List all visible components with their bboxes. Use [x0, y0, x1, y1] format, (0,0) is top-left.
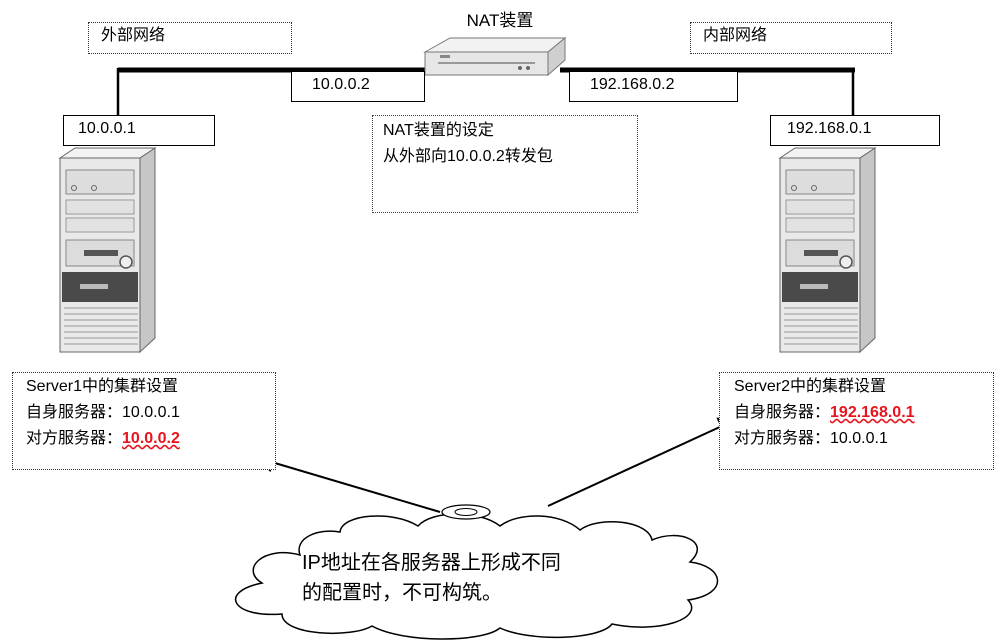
server1-cluster-title: Server1中的集群设置 — [26, 378, 179, 395]
cloud-line2: 的配置时，不可构筑。 — [302, 582, 502, 604]
nat-setting-note: NAT装置的设定 从外部向10.0.0.2转发包 — [372, 115, 638, 213]
nat-external-ip-box: 10.0.0.2 — [291, 71, 425, 102]
cloud-line1: IP地址在各服务器上形成不同 — [302, 552, 561, 574]
server2-self-label: 自身服务器： — [734, 404, 831, 421]
internal-network-text: 内部网络 — [703, 27, 768, 44]
external-network-label: 外部网络 — [88, 22, 292, 54]
server2-peer-value: 10.0.0.1 — [830, 430, 888, 447]
server2-ip-box: 192.168.0.1 — [770, 115, 940, 146]
nat-device-title: NAT装置 — [466, 11, 534, 30]
server2-ip: 192.168.0.1 — [787, 120, 872, 137]
server2-cluster-title: Server2中的集群设置 — [734, 378, 887, 395]
server2-peer-label: 对方服务器： — [734, 430, 831, 447]
nat-setting-line1: NAT装置的设定 — [383, 122, 494, 139]
cloud-callout-text: IP地址在各服务器上形成不同 的配置时，不可构筑。 — [302, 548, 682, 608]
server2-cluster-settings: Server2中的集群设置 自身服务器：192.168.0.1 对方服务器：10… — [719, 372, 994, 470]
internal-network-label: 内部网络 — [690, 22, 892, 54]
server2-self-value: 192.168.0.1 — [830, 404, 915, 421]
network-cables — [116, 67, 855, 115]
arrow-to-server1-peer — [254, 452, 441, 513]
nat-setting-line2: 从外部向10.0.0.2转发包 — [383, 148, 553, 165]
server1-self-row: 自身服务器：10.0.0.1 — [26, 400, 275, 426]
arrow-to-server2-self — [547, 417, 739, 507]
external-network-text: 外部网络 — [101, 27, 166, 44]
server2-peer-row: 对方服务器：10.0.0.1 — [734, 426, 993, 452]
server1-self-label: 自身服务器： — [26, 404, 123, 421]
server1-cluster-settings: Server1中的集群设置 自身服务器：10.0.0.1 对方服务器：10.0.… — [12, 372, 276, 470]
nat-device-icon — [423, 36, 567, 77]
server2-self-row: 自身服务器：192.168.0.1 — [734, 400, 993, 426]
server1-ip-box: 10.0.0.1 — [63, 115, 215, 146]
pointer-arrows — [254, 417, 739, 513]
server1-peer-label: 对方服务器： — [26, 430, 123, 447]
server1-icon — [58, 147, 157, 354]
cloud-callout-shape — [234, 504, 719, 640]
server1-peer-value: 10.0.0.2 — [122, 430, 180, 447]
nat-external-ip: 10.0.0.2 — [312, 76, 370, 93]
server1-self-value: 10.0.0.1 — [122, 404, 180, 421]
nat-internal-ip: 192.168.0.2 — [590, 76, 675, 93]
server1-ip: 10.0.0.1 — [78, 120, 136, 137]
server1-peer-row: 对方服务器：10.0.0.2 — [26, 426, 275, 452]
server2-icon — [778, 147, 877, 354]
nat-internal-ip-box: 192.168.0.2 — [569, 71, 738, 102]
